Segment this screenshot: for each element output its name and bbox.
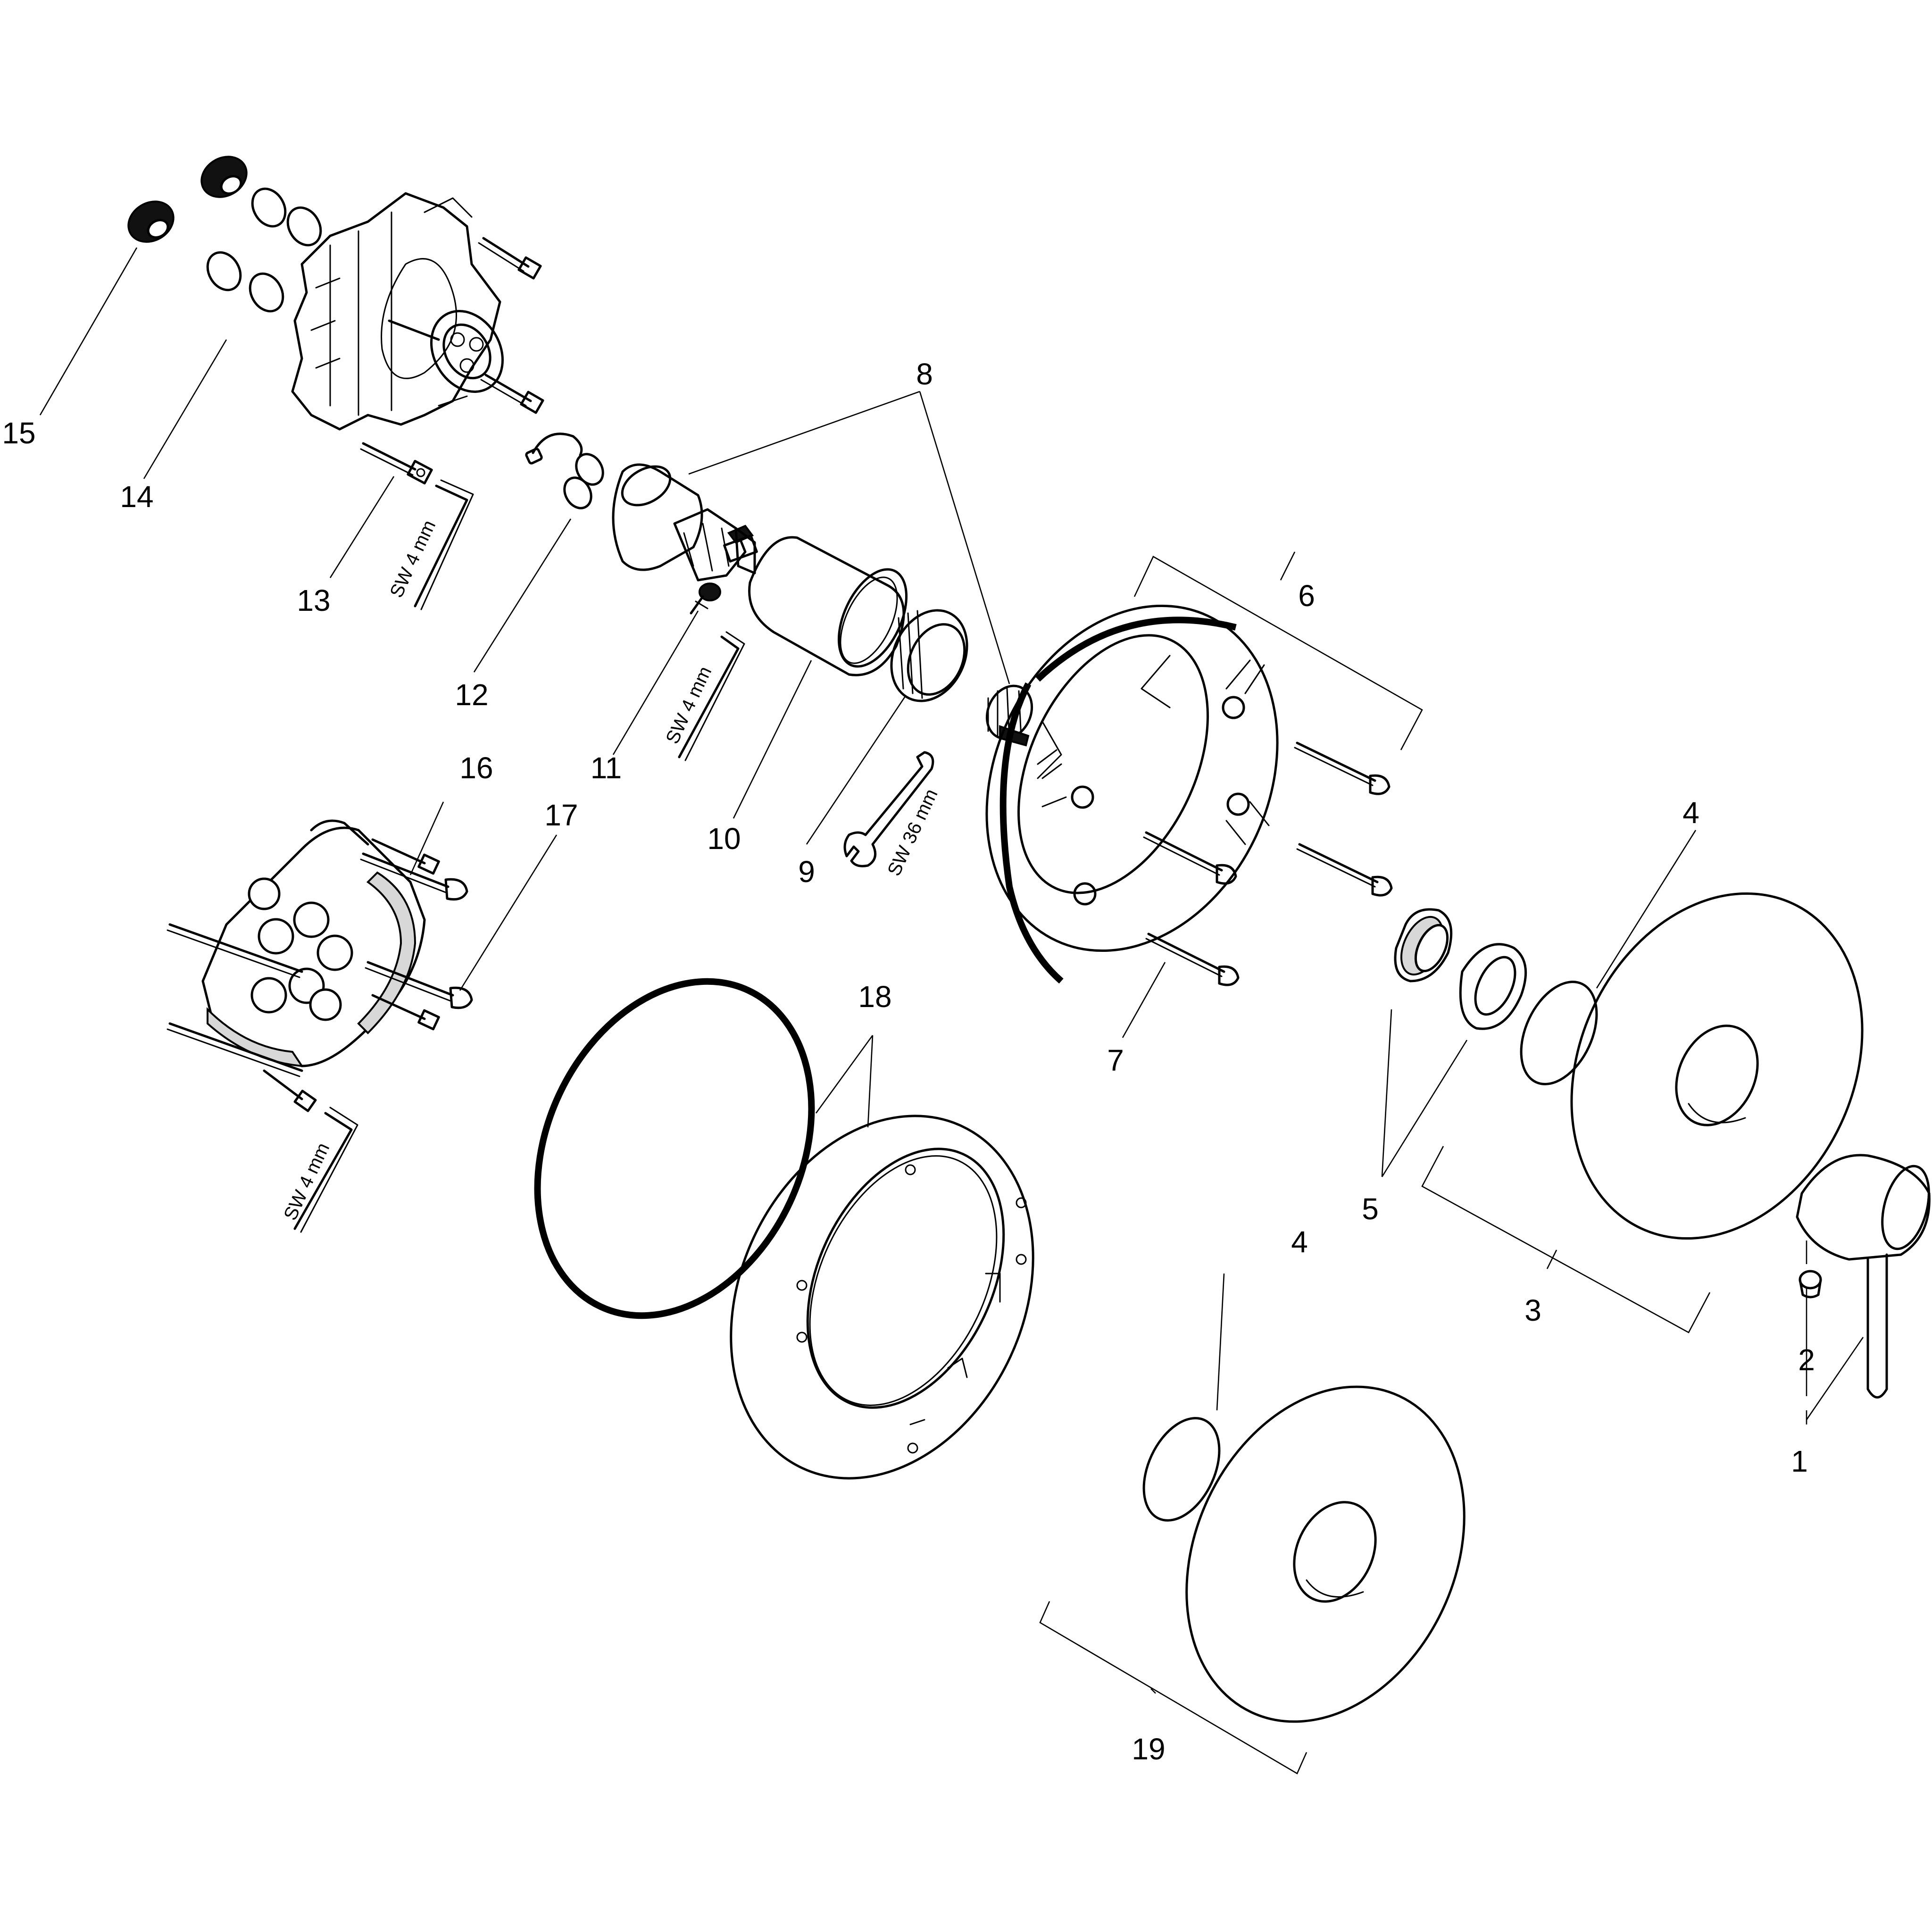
callout-13: 13	[297, 583, 330, 617]
spanner-label: SW 36 mm	[883, 786, 941, 879]
spanner: SW 36 mm	[843, 751, 942, 879]
part-3-rosette	[1570, 892, 1864, 1240]
hex-key-c-label: SW 4 mm	[280, 1140, 333, 1224]
callout-9: 9	[798, 855, 815, 889]
part-8-ring	[985, 684, 1033, 747]
callout-11: 11	[591, 751, 622, 785]
callout-numbers: 1 2 3 4 4 5 6 7 8 9 10 11 12 13 14 15 16…	[2, 357, 1815, 1766]
part-11-small-screw	[690, 583, 721, 615]
part-14-o-rings	[206, 187, 322, 313]
part-10-sleeve	[748, 536, 908, 676]
part-16-17-rough-in-assembly	[167, 819, 473, 1112]
callout-10: 10	[707, 822, 741, 856]
part-12-clip-and-orings	[525, 433, 604, 509]
part-18-seal-ring	[534, 978, 815, 1319]
callout-4-upper: 4	[1682, 796, 1699, 830]
part-5-clip-rings	[1394, 908, 1527, 1030]
part-4-upper-o-ring	[1520, 981, 1598, 1085]
part-13-screw	[360, 442, 433, 485]
callout-18: 18	[858, 980, 891, 1014]
part-19-rosette	[1185, 1385, 1466, 1723]
part-6-mounting-plate	[985, 604, 1279, 984]
callout-8: 8	[916, 357, 933, 391]
part-1-handle	[1796, 1154, 1931, 1399]
part-8-cartridge	[612, 463, 758, 582]
hex-key-a-label: SW 4 mm	[386, 517, 440, 601]
callout-7: 7	[1107, 1043, 1124, 1077]
callout-19: 19	[1132, 1732, 1165, 1766]
callout-6: 6	[1298, 579, 1315, 613]
callout-2: 2	[1798, 1343, 1815, 1377]
hex-key-a: SW 4 mm	[386, 479, 474, 610]
part-2-grub-screw	[1799, 1270, 1822, 1299]
body-screws	[388, 237, 544, 414]
part-15-connectors	[127, 156, 248, 243]
leader-lines	[39, 247, 1864, 1774]
hex-key-c: SW 4 mm	[280, 1107, 358, 1233]
callout-5: 5	[1362, 1192, 1379, 1226]
callout-17: 17	[544, 798, 578, 832]
callout-15: 15	[2, 416, 35, 450]
part-4-lower-o-ring	[1142, 1417, 1221, 1522]
part-7-screws	[1143, 741, 1393, 986]
callout-16: 16	[459, 751, 493, 785]
callout-14: 14	[120, 480, 153, 514]
callout-4-lower: 4	[1291, 1225, 1308, 1259]
valve-body	[291, 192, 504, 431]
callout-1: 1	[1791, 1444, 1808, 1478]
part-9-nut	[890, 609, 968, 702]
callout-3: 3	[1524, 1293, 1541, 1327]
part-18-extension-ring	[730, 1115, 1034, 1480]
callout-12: 12	[455, 678, 488, 712]
